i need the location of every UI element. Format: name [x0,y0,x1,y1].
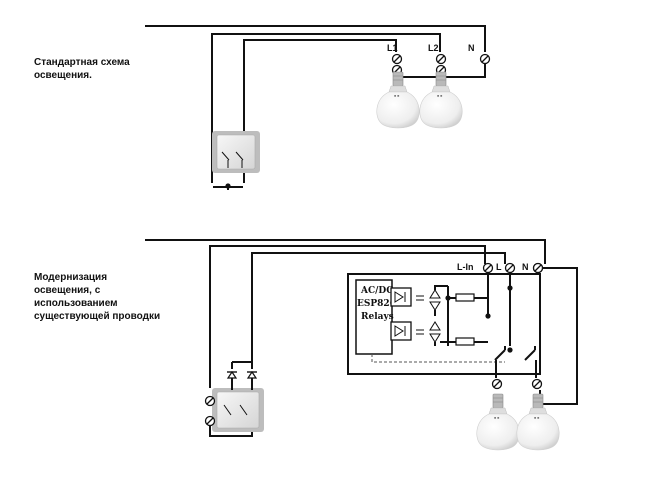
modernized-scheme: L-In L N AC/DC ESP8266 Relays [145,239,578,451]
terminal-n: N [522,262,544,274]
lamp-l2 [419,71,463,129]
module-label-relays: Relays [361,312,394,322]
switch-bottom [212,388,264,432]
caption-standard-scheme: Стандартная схема освещения. [34,57,130,81]
optocoupler-1 [390,287,424,307]
terminal-label: L [496,262,502,272]
triac-2 [429,321,441,346]
relay-module: AC/DC ESP8266 Relays [347,273,541,375]
junction-dot [225,183,231,189]
terminal-l2-top: L2 [428,43,447,76]
standard-scheme: L1 L2 N [145,25,491,190]
terminal-n-top: N [468,43,491,65]
module-label-acdc: AC/DC [360,286,393,296]
lamp-2 [516,393,560,451]
terminal-label: N [468,43,475,53]
caption-modernized-scheme: Модернизация освещения, с использованием… [34,272,161,322]
lamp-1 [476,393,520,451]
terminal-lin: L-In [457,262,494,274]
resistor-1 [448,293,488,302]
terminal-l: L [496,262,516,274]
lamp-l1 [376,71,420,129]
lamp-terminals [491,378,543,390]
terminal-label: L-In [457,262,474,272]
triac-1 [429,285,448,316]
terminal-label: N [522,262,529,272]
module-label-esp: ESP8266 [357,299,402,309]
terminal-l1-top: L1 [387,43,403,76]
terminal-label: L1 [387,43,398,53]
terminal-label: L2 [428,43,439,53]
diode-bridge [226,361,258,390]
switch-top [212,131,260,173]
optocoupler-2 [390,321,424,341]
supply-wires-top [145,25,486,190]
